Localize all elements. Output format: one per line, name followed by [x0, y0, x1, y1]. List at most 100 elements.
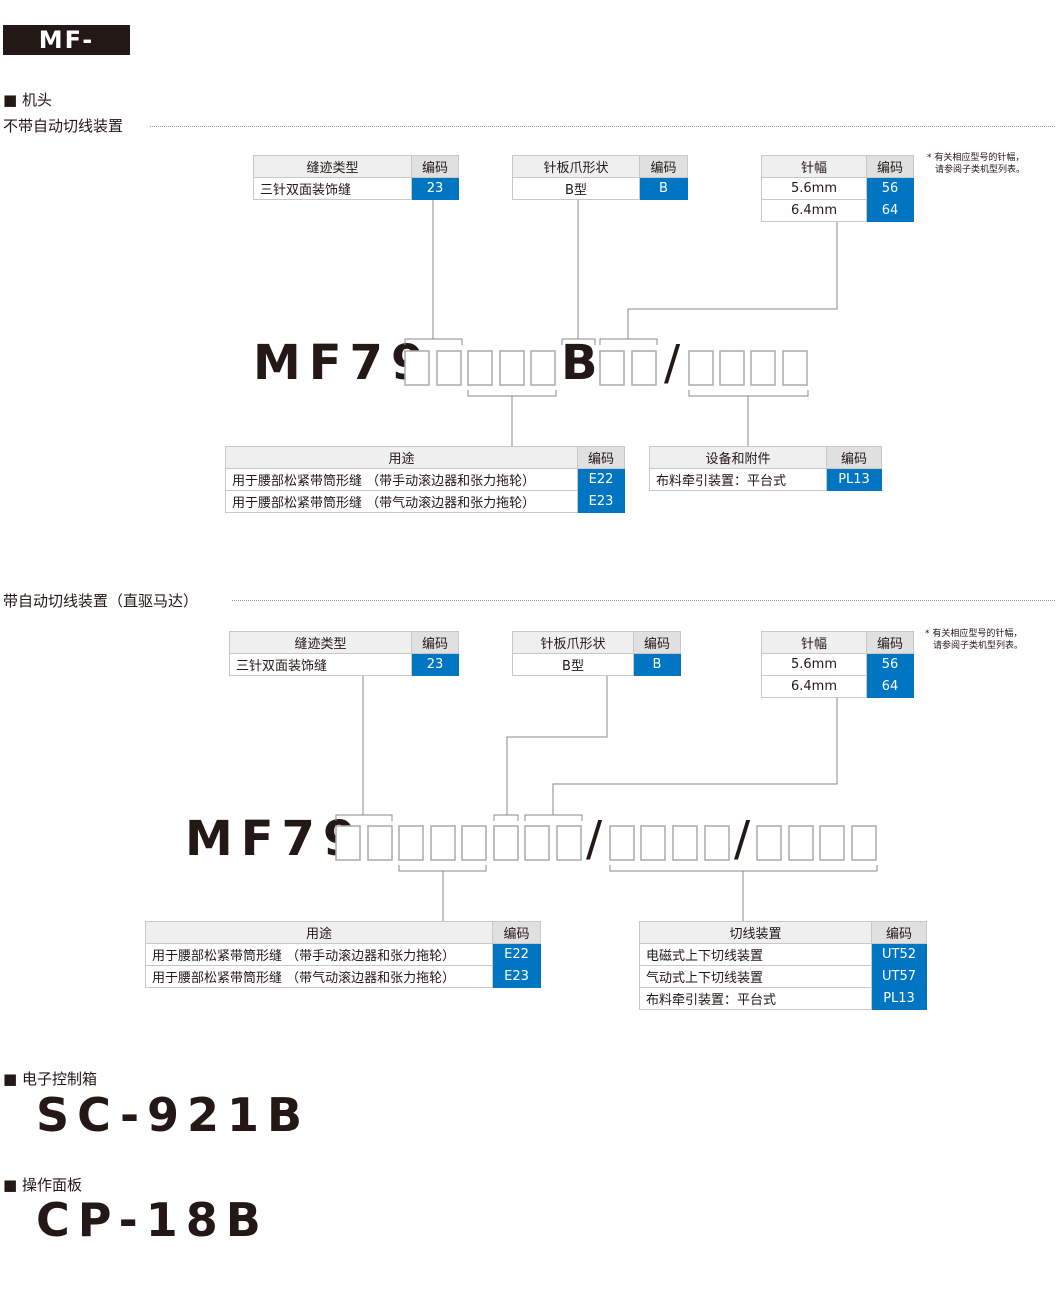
panel-model: CP-18B: [36, 1193, 269, 1247]
option-cell: 用于腰部松紧带筒形缝 （带手动滚边器和张力拖轮）: [225, 468, 578, 491]
code-placeholder-box: [467, 350, 493, 386]
option-cell: 6.4mm: [761, 675, 867, 698]
code-placeholder-box: [640, 825, 666, 861]
bracket: [335, 814, 393, 821]
code-placeholder-box: [819, 825, 845, 861]
control-box-model: SC-921B: [36, 1088, 311, 1142]
code-placeholder-box: [493, 825, 519, 861]
divider: [150, 126, 1055, 127]
table-header: 编码: [492, 921, 541, 944]
option-cell: 用于腰部松紧带筒形缝 （带手动滚边器和张力拖轮）: [145, 943, 493, 966]
option-cell: 用于腰部松紧带筒形缝 （带气动滚边器和张力拖轮）: [145, 965, 493, 988]
table-header: 缝迹类型: [229, 631, 412, 654]
code-placeholder-box: [404, 350, 430, 386]
bracket: [599, 338, 658, 345]
table-header: 编码: [871, 921, 927, 944]
table-header: 切线装置: [639, 921, 872, 944]
code-placeholder-box: [599, 350, 625, 386]
table-header: 编码: [411, 155, 459, 178]
code-placeholder-box: [756, 825, 782, 861]
table-header: 缝迹类型: [253, 155, 412, 178]
slash-2b: /: [734, 811, 751, 867]
code-cell: PL13: [826, 468, 882, 491]
table-header: 针板爪形状: [512, 631, 634, 654]
table-header: 编码: [411, 631, 459, 654]
bracket: [467, 390, 557, 397]
option-cell: 用于腰部松紧带筒形缝 （带气动滚边器和张力拖轮）: [225, 490, 578, 513]
code-placeholder-box: [524, 825, 550, 861]
model-prefix-2: MF79: [185, 811, 365, 867]
table-header: 针幅: [761, 631, 867, 654]
table-header: 编码: [633, 631, 681, 654]
code-cell: 64: [866, 199, 914, 222]
connector-line: [627, 222, 838, 339]
code-placeholder-box: [631, 350, 657, 386]
option-cell: 5.6mm: [761, 177, 867, 200]
table-header: 编码: [866, 631, 914, 654]
option-cell: 布料牵引装置：平台式: [639, 987, 872, 1010]
option-cell: 6.4mm: [761, 199, 867, 222]
section1-title: 不带自动切线装置: [3, 117, 124, 135]
panel-label: ■ 操作面板: [3, 1176, 82, 1194]
bracket: [404, 338, 463, 345]
code-cell: PL13: [871, 987, 927, 1010]
section2-title: 带自动切线装置（直驱马达）: [3, 592, 199, 610]
code-placeholder-box: [335, 825, 361, 861]
option-cell: 布料牵引装置：平台式: [649, 468, 827, 491]
connector-line: [506, 676, 608, 815]
option-cell: 5.6mm: [761, 653, 867, 676]
bracket: [609, 865, 878, 872]
bracket: [398, 865, 487, 872]
code-placeholder-box: [367, 825, 393, 861]
code-cell: E23: [492, 965, 541, 988]
control-box-label: ■ 电子控制箱: [3, 1070, 97, 1088]
code-cell: E23: [577, 490, 625, 513]
table-row: 用于腰部松紧带筒形缝 （带手动滚边器和张力拖轮）E22: [225, 468, 625, 491]
code-placeholder-box: [430, 825, 456, 861]
code-placeholder-box: [788, 825, 814, 861]
code-cell: UT52: [871, 943, 927, 966]
slash-2a: /: [586, 811, 603, 867]
code-placeholder-box: [704, 825, 730, 861]
code-placeholder-box: [719, 350, 745, 386]
table-header: 编码: [866, 155, 914, 178]
bracket: [493, 814, 519, 821]
code-cell: UT57: [871, 965, 927, 988]
code-cell: 64: [866, 675, 914, 698]
table-header: 设备和附件: [649, 446, 827, 469]
code-placeholder-box: [851, 825, 877, 861]
table-header: 编码: [577, 446, 625, 469]
code-placeholder-box: [499, 350, 525, 386]
code-placeholder-box: [672, 825, 698, 861]
table-header: 编码: [639, 155, 688, 178]
code-cell: 23: [411, 653, 459, 676]
code-cell: E22: [577, 468, 625, 491]
model-title-badge: MF-7900: [3, 25, 130, 84]
bracket: [561, 338, 596, 345]
table-header: 针板爪形状: [512, 155, 640, 178]
table-row: 用于腰部松紧带筒形缝 （带气动滚边器和张力拖轮）E23: [145, 965, 541, 988]
code-cell: 23: [411, 177, 459, 200]
slash-1: /: [664, 335, 681, 391]
code-placeholder-box: [398, 825, 424, 861]
note-2: * 有关相应型号的针幅，请参阅子类机型列表。: [925, 629, 1024, 651]
code-placeholder-box: [461, 825, 487, 861]
